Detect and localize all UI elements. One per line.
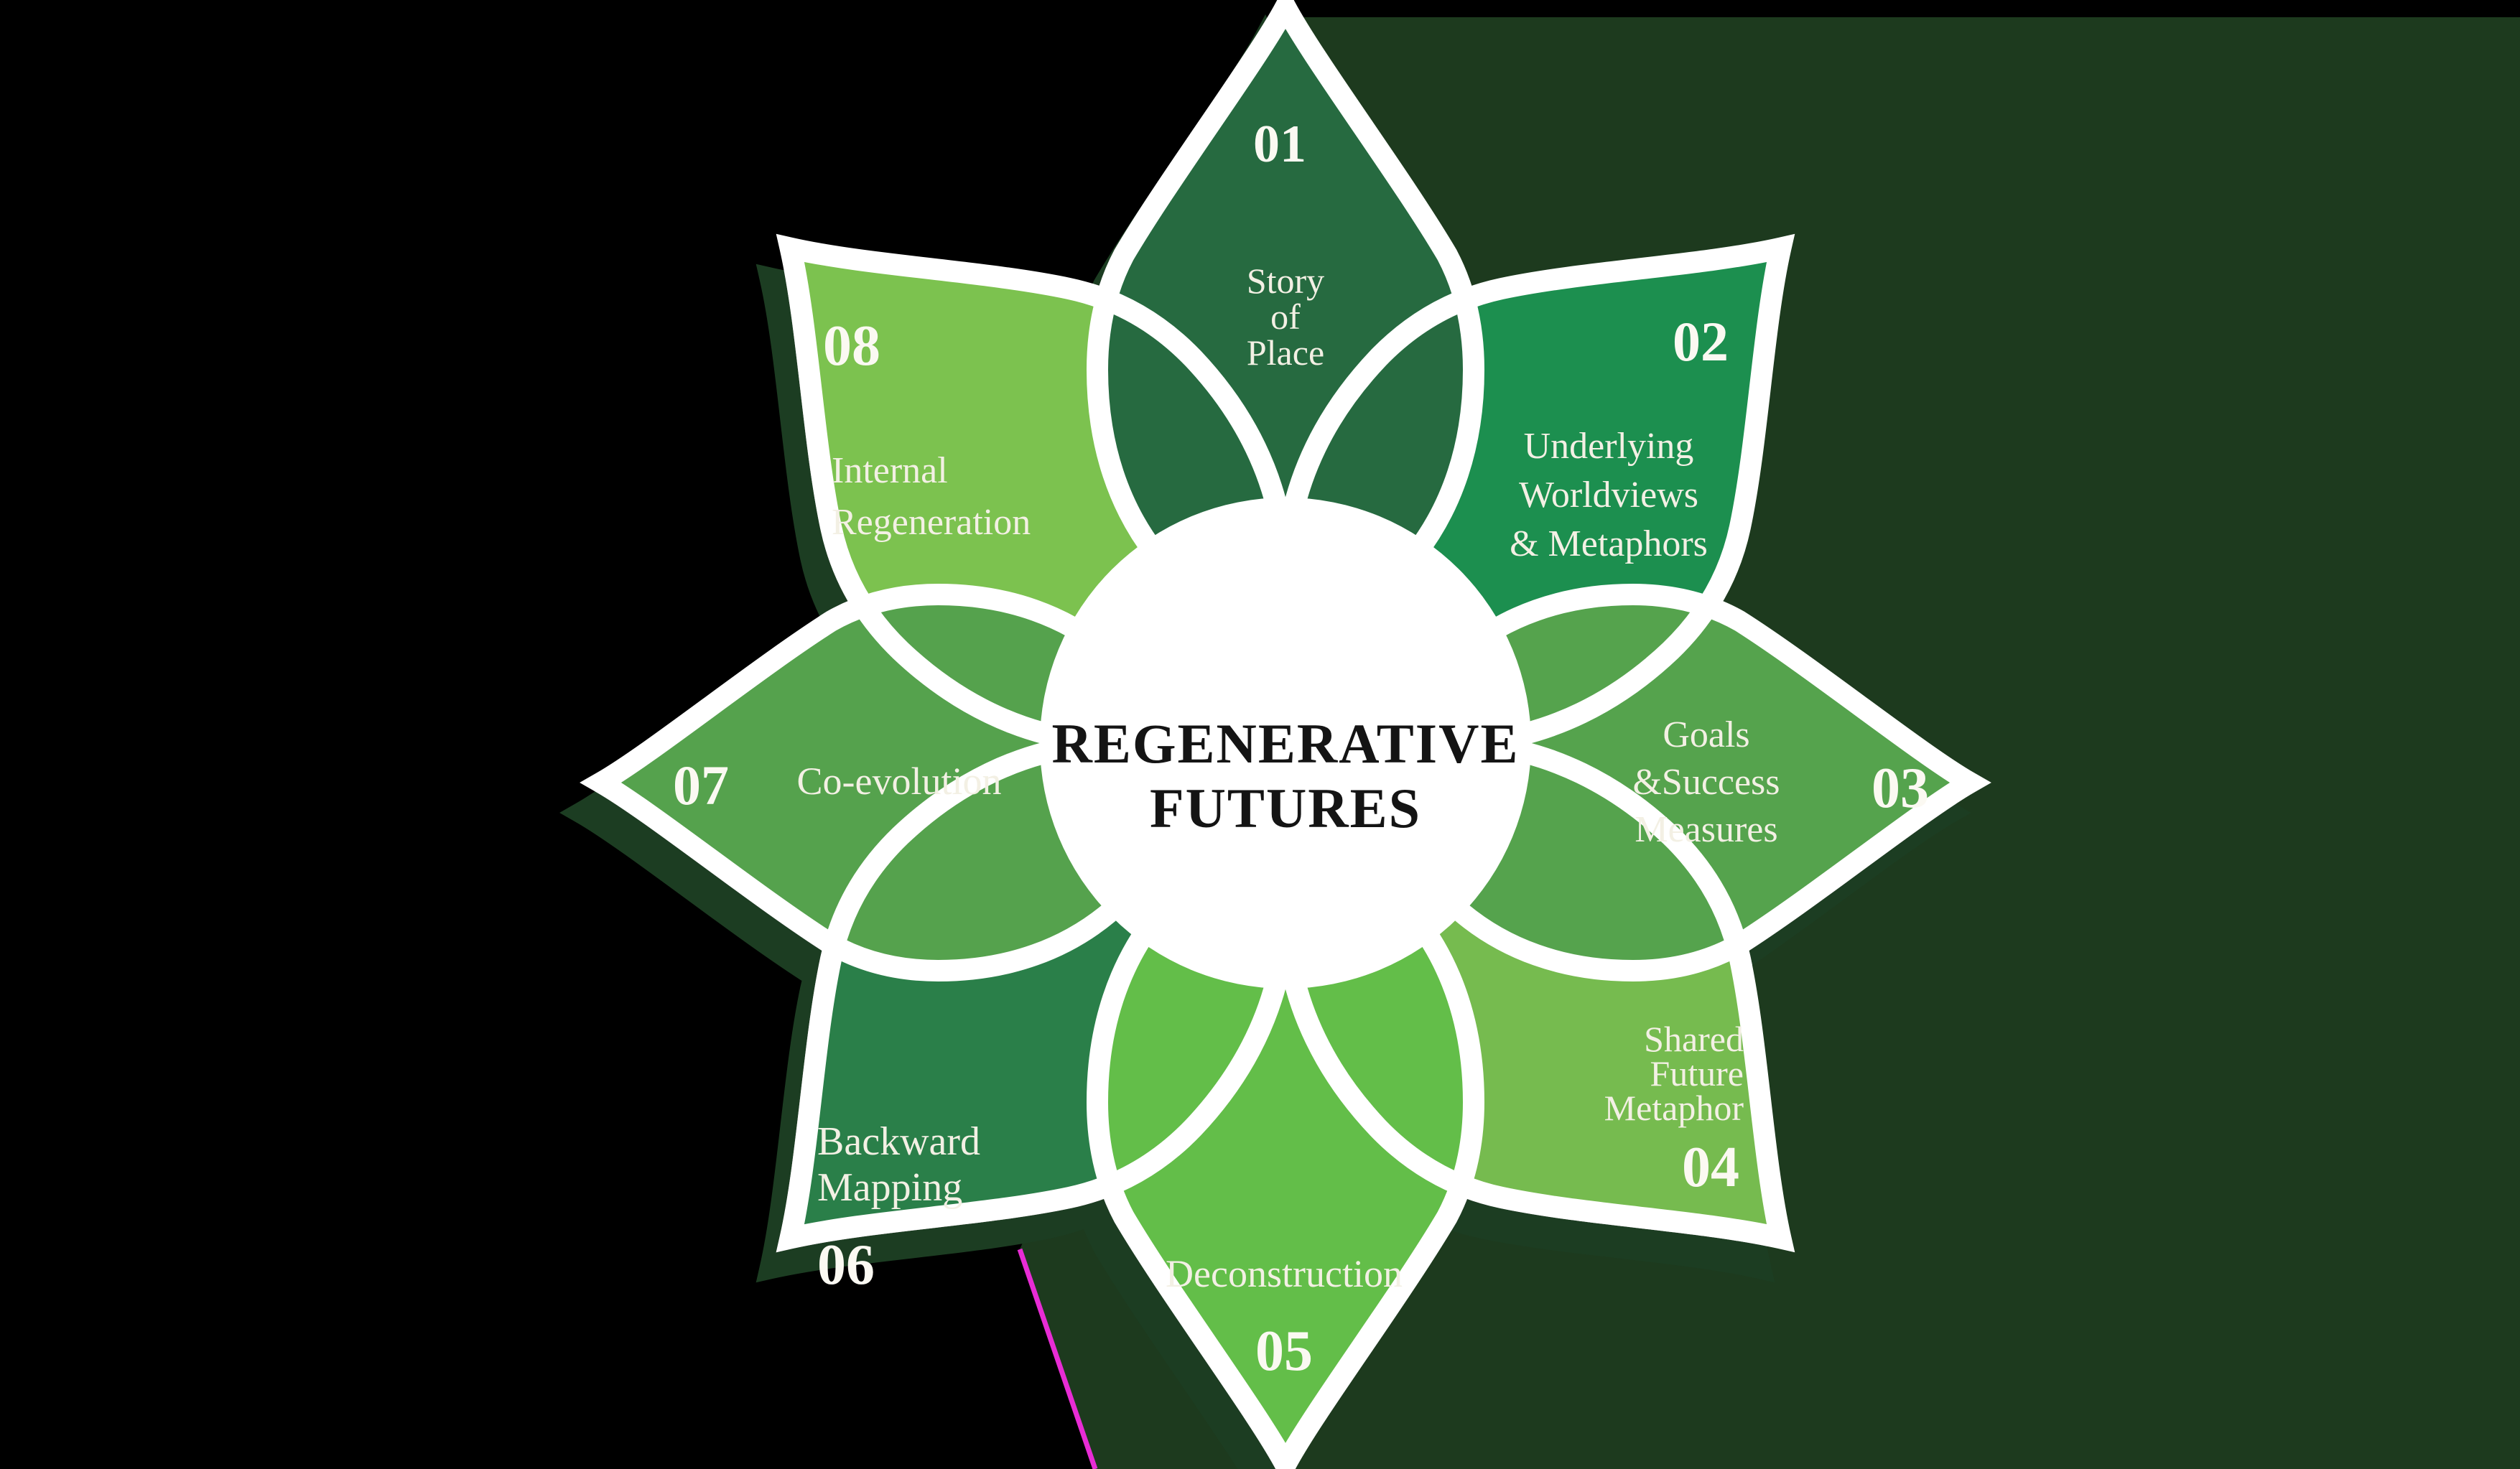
- petal-01-label-line2: of: [1270, 297, 1301, 337]
- petal-07-label-line1: Co-evolution: [797, 760, 1002, 803]
- center-circle: [1040, 498, 1531, 989]
- petal-08-label-line2: Regeneration: [832, 502, 1031, 543]
- petal-02-label-line2: Worldviews: [1519, 475, 1698, 516]
- petal-05-label-line1: Deconstruction: [1166, 1252, 1403, 1295]
- center-title-line2: FUTURES: [1150, 777, 1421, 839]
- petal-04-label-line1: Shared: [1644, 1019, 1744, 1059]
- petal-05-number: 05: [1255, 1320, 1313, 1383]
- petal-01-label-line3: Place: [1247, 332, 1324, 373]
- petal-03-label-line2: &Success: [1632, 762, 1780, 803]
- petal-04-label-line3: Metaphor: [1604, 1088, 1744, 1128]
- petal-02-label-line1: Underlying: [1524, 426, 1694, 467]
- petal-01-number: 01: [1253, 115, 1306, 174]
- petal-07-number: 07: [673, 754, 729, 816]
- center-title-line1: REGENERATIVE: [1051, 712, 1519, 775]
- flower: [601, 7, 1971, 1465]
- petal-03-number: 03: [1872, 757, 1929, 820]
- petal-01-label-line1: Story: [1247, 261, 1324, 301]
- petal-06-label-line1: Backward: [817, 1119, 980, 1164]
- petal-04-label-line2: Future: [1650, 1053, 1744, 1093]
- petal-04-number: 04: [1682, 1136, 1739, 1199]
- petal-02-label-line3: & Metaphors: [1510, 523, 1708, 564]
- petal-06-number: 06: [817, 1234, 875, 1297]
- petal-02-number: 02: [1673, 310, 1729, 373]
- petal-03-label-line3: Measures: [1635, 809, 1777, 850]
- petal-08-number: 08: [823, 314, 880, 378]
- magenta-edge-line: [1017, 1248, 1098, 1469]
- petal-06-label-line2: Mapping: [817, 1165, 962, 1210]
- petal-03-label-line1: Goals: [1663, 714, 1749, 755]
- petal-08-label-line1: Internal: [832, 450, 948, 491]
